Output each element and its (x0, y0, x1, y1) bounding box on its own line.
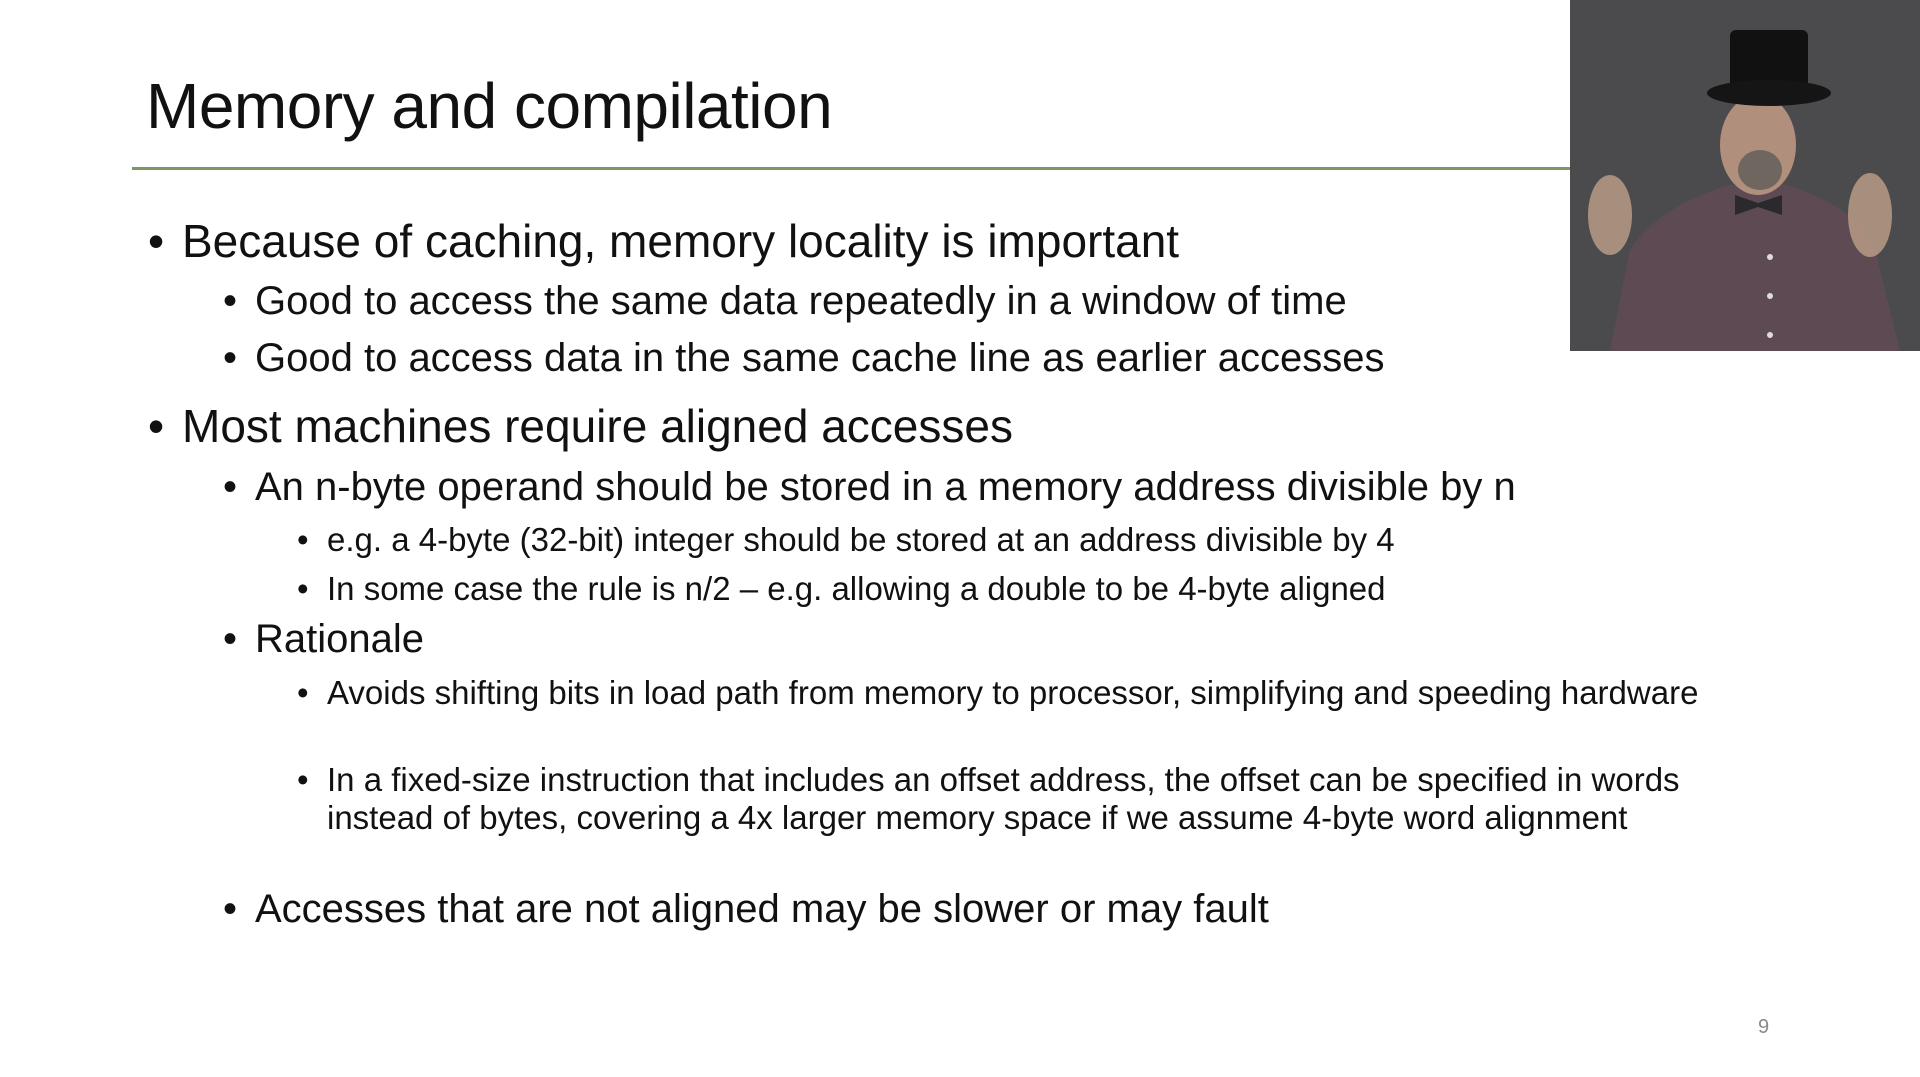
bullet-item: • Rationale (223, 614, 425, 664)
bullet-text: In some case the rule is n/2 – e.g. allo… (327, 570, 1386, 607)
bullet-item: • Accesses that are not aligned may be sl… (223, 884, 1269, 934)
bullet-icon: • (297, 570, 309, 607)
bullet-icon: • (223, 279, 238, 323)
presenter-image (1570, 0, 1920, 351)
title-divider (132, 167, 1572, 170)
bullet-icon: • (148, 400, 165, 452)
bullet-item: • In a fixed-size instruction that includ… (297, 761, 1787, 837)
bullet-item: • Most machines require aligned accesses (148, 398, 1013, 454)
bullet-text: In a fixed-size instruction that include… (327, 761, 1680, 836)
bullet-text: Rationale (255, 617, 425, 661)
bullet-text: Most machines require aligned accesses (182, 400, 1013, 452)
bullet-text: Good to access data in the same cache li… (255, 336, 1385, 380)
bullet-text: e.g. a 4-byte (32-bit) integer should be… (327, 521, 1395, 558)
bullet-item: • Because of caching, memory locality is … (148, 213, 1180, 269)
bullet-item: • In some case the rule is n/2 – e.g. all… (297, 570, 1787, 608)
bullet-item: • Good to access data in the same cache l… (223, 333, 1385, 383)
bullet-text: Good to access the same data repeatedly … (255, 279, 1347, 323)
bullet-text: Accesses that are not aligned may be slo… (255, 887, 1269, 931)
bullet-icon: • (223, 336, 238, 380)
bullet-item: • e.g. a 4-byte (32-bit) integer should b… (297, 521, 1787, 559)
bullet-icon: • (223, 887, 238, 931)
bullet-icon: • (297, 674, 309, 711)
bullet-icon: • (223, 465, 238, 509)
page-number: 9 (1758, 1016, 1770, 1038)
bullet-text: Because of caching, memory locality is i… (182, 215, 1180, 267)
bullet-item: • An n-byte operand should be stored in a… (223, 462, 1516, 512)
bullet-item: • Good to access the same data repeatedly… (223, 276, 1347, 326)
bullet-icon: • (148, 215, 165, 267)
slide-title: Memory and compilation (146, 70, 833, 142)
bullet-item: • Avoids shifting bits in load path from … (297, 674, 1787, 712)
bullet-text: An n-byte operand should be stored in a … (255, 465, 1516, 509)
bullet-text: Avoids shifting bits in load path from m… (327, 674, 1699, 711)
bullet-icon: • (223, 617, 238, 661)
bullet-icon: • (297, 521, 309, 558)
presenter-video (1570, 0, 1920, 351)
bullet-icon: • (297, 761, 309, 798)
